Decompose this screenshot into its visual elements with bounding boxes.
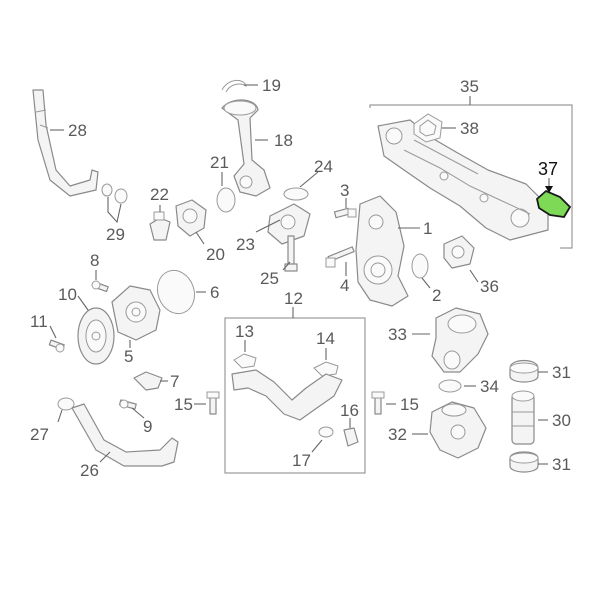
leader-29 [107,197,122,224]
part-38-gasket [413,113,443,143]
part-11-bolt [48,339,65,353]
callout-34: 34 [480,377,499,396]
part-22-sensor [149,211,171,241]
callout-6: 6 [210,283,219,302]
part-18-thermostat-pipe [221,99,271,197]
leader-25 [282,261,291,271]
part-28-coolant-pipe [32,89,99,197]
callout-22: 22 [150,185,169,204]
callout-5: 5 [124,347,133,366]
callout-31-top: 31 [552,363,571,382]
callout-19: 19 [262,76,281,95]
callout-31-bottom: 31 [552,455,571,474]
part-9-bolt [118,399,137,410]
part-3-bolt [333,207,357,219]
part-17-washer [318,426,334,438]
callout-17: 17 [292,451,311,470]
callout-15-right: 15 [400,395,419,414]
leader-23 [255,219,281,233]
callout-12: 12 [284,289,303,308]
leader-11 [49,325,57,339]
callout-15-left: 15 [174,395,193,414]
callout-10: 10 [58,285,77,304]
part-2-o-ring [411,253,429,279]
part-12-water-pipe [231,369,343,421]
leader-20 [195,231,205,245]
leader-10 [77,295,89,311]
part-27-clamp [57,397,75,411]
part-21-o-ring [216,187,236,213]
part-31-clamp-top [509,359,539,383]
part-14-gasket [313,361,339,377]
part-16-plug [343,427,359,447]
leader-17 [311,439,323,453]
callout-14: 14 [316,329,335,348]
part-29-seals [101,183,128,204]
leader-27 [57,409,63,423]
group-box-35 [369,104,573,249]
callout-33: 33 [388,325,407,344]
group-box-12 [224,317,366,474]
leader-9 [131,407,145,419]
callout-8: 8 [90,251,99,270]
leader-2 [421,277,431,289]
callout-25: 25 [260,269,279,288]
callout-2: 2 [432,286,441,305]
callout-4: 4 [340,276,349,295]
part-24-gasket [283,187,309,201]
part-15-bolt-right [371,391,385,415]
callout-7: 7 [170,372,179,391]
part-31-clamp-bottom [509,451,539,473]
callout-24: 24 [314,157,333,176]
callout-11: 11 [30,312,48,331]
callout-3: 3 [340,181,349,200]
callout-38: 38 [460,119,479,138]
part-33-thermostat-housing [431,307,489,373]
callout-9: 9 [143,417,152,436]
callout-18: 18 [274,131,293,150]
callout-28: 28 [68,121,87,140]
part-20-housing [175,199,207,237]
part-19-clip [221,80,247,93]
part-1-timing-cover [355,195,409,307]
callout-21: 21 [210,153,229,172]
part-15-bolt-left [206,391,220,415]
part-26-hose [71,403,179,467]
callout-13: 13 [235,322,254,341]
callout-32: 32 [388,425,407,444]
part-7-seal [133,371,163,391]
leader-36 [469,269,479,283]
part-13-gasket [233,353,257,369]
callout-16: 16 [340,401,359,420]
leader-37-arrowhead [545,186,553,193]
part-30-hose [511,390,535,445]
callout-1: 1 [423,219,432,238]
callout-27: 27 [30,425,49,444]
callout-20: 20 [206,245,225,264]
part-6-o-ring [156,269,196,315]
part-8-bolt [91,280,109,293]
part-36-gasket [443,235,475,269]
leader-24 [299,171,319,188]
part-4-bolt [325,246,355,268]
leader-26 [99,451,111,463]
callout-29: 29 [106,225,125,244]
part-5-water-pump [111,285,161,341]
callout-36: 36 [480,277,499,296]
callout-37: 37 [538,159,558,179]
callout-35: 35 [460,77,479,96]
part-23-flange [267,203,311,245]
part-32-coolant-flange [429,401,487,459]
callout-30: 30 [552,411,571,430]
callout-23: 23 [236,235,255,254]
part-37-gasket-highlighted [536,189,572,218]
part-10-pulley [77,307,115,365]
part-34-seal [438,379,462,393]
callout-26: 26 [80,461,99,480]
part-35-manifold-housing [377,119,549,241]
